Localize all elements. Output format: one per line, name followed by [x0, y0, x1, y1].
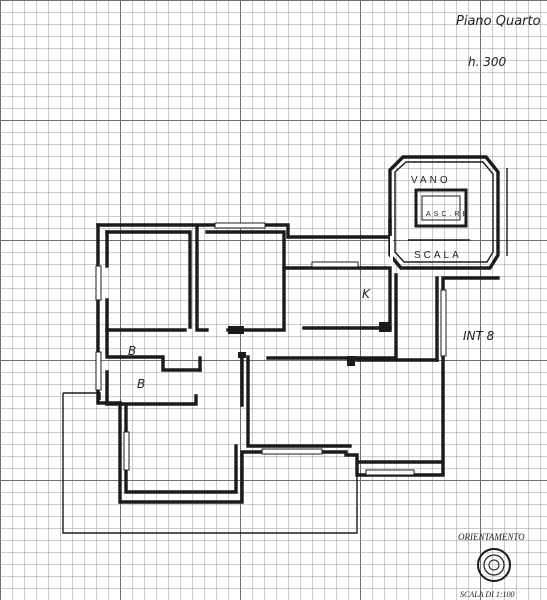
compass-symbol — [477, 548, 511, 582]
floor-label: Piano Quarto — [456, 14, 541, 29]
stair-scala-label: SCALA — [414, 250, 462, 261]
stair-core — [388, 155, 508, 270]
height-label: h. 300 — [468, 55, 507, 69]
window-left-3 — [123, 431, 130, 471]
window-right — [440, 289, 447, 357]
pillars — [228, 322, 391, 366]
windows — [95, 222, 447, 476]
elevator-shaft — [414, 188, 468, 228]
window-top-2 — [311, 261, 359, 268]
window-left-2 — [95, 351, 102, 391]
stair-vano-label: VANO — [411, 175, 451, 186]
window-bottom-right — [365, 469, 415, 476]
room-label-b1: B — [128, 344, 136, 358]
orientation-label: ORIENTAMENTO — [458, 532, 525, 542]
terrace-outline — [62, 392, 358, 534]
window-left-1 — [95, 265, 102, 301]
window-top-1 — [214, 222, 266, 229]
room-label-k: K — [362, 287, 371, 301]
apartment-number-label: INT 8 — [463, 329, 495, 343]
room-label-b2: B — [137, 377, 145, 391]
elevator-label: ASC.RE — [426, 211, 470, 218]
scale-label: SCALA DI 1:100 — [460, 590, 515, 599]
window-bottom — [261, 448, 323, 455]
